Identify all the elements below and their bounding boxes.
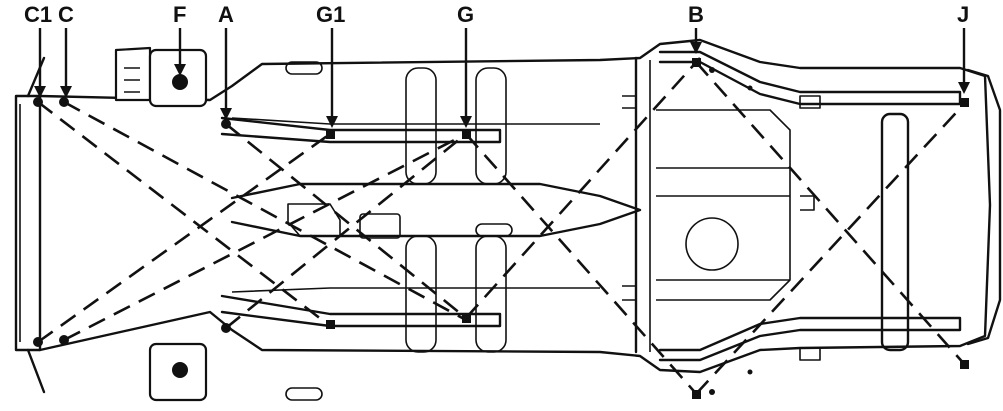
point-a-bottom <box>221 323 231 333</box>
point-c-top <box>59 97 69 107</box>
label-j: J <box>957 2 969 27</box>
mount-bracket-bottom <box>148 342 208 402</box>
point-g-top <box>462 130 471 139</box>
callout-arrows <box>34 28 970 128</box>
point-g-bottom <box>462 314 471 323</box>
point-c-bottom <box>59 335 69 345</box>
label-g1: G1 <box>316 2 345 27</box>
label-c: C <box>58 2 74 27</box>
label-c1: C1 <box>24 2 52 27</box>
point-g1-bottom <box>326 320 335 329</box>
point-g1-top <box>326 130 335 139</box>
point-j-top <box>960 98 969 107</box>
mount-bracket-top <box>114 46 208 108</box>
label-f: F <box>173 2 186 27</box>
point-j-bottom <box>960 360 969 369</box>
point-labels: C1 C F A G1 G B J <box>24 2 969 27</box>
point-b-top <box>692 58 701 67</box>
label-g: G <box>457 2 474 27</box>
point-c1-top <box>33 97 43 107</box>
point-b-bottom <box>692 390 701 399</box>
label-b: B <box>688 2 704 27</box>
underbody-outline <box>14 38 1002 401</box>
point-c1-bottom <box>33 337 43 347</box>
measurement-lines <box>37 57 967 399</box>
measurement-points <box>33 58 969 399</box>
label-a: A <box>218 2 234 27</box>
point-a-top <box>221 119 231 129</box>
